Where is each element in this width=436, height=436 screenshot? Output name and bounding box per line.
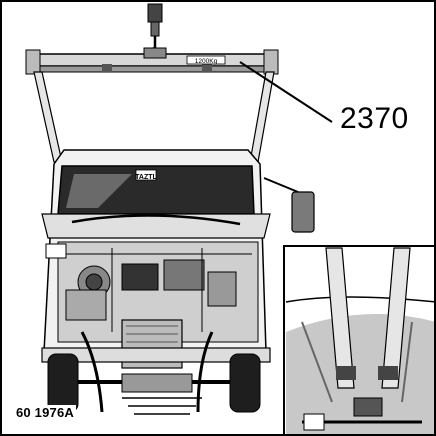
figure-number: 60 1976A xyxy=(14,405,76,420)
side-mirror xyxy=(263,177,315,233)
cab-logo-text: TAZTL xyxy=(135,174,157,181)
front-wheels xyxy=(47,331,261,415)
load-plate-text: 1200Kg xyxy=(195,58,218,65)
callout-number: 2370 xyxy=(338,102,411,135)
lifting-beam xyxy=(25,47,279,75)
callout-leader-line xyxy=(239,61,333,123)
lifting-straps xyxy=(33,71,275,163)
truck-cab xyxy=(41,149,271,369)
inset-detail xyxy=(283,245,434,434)
